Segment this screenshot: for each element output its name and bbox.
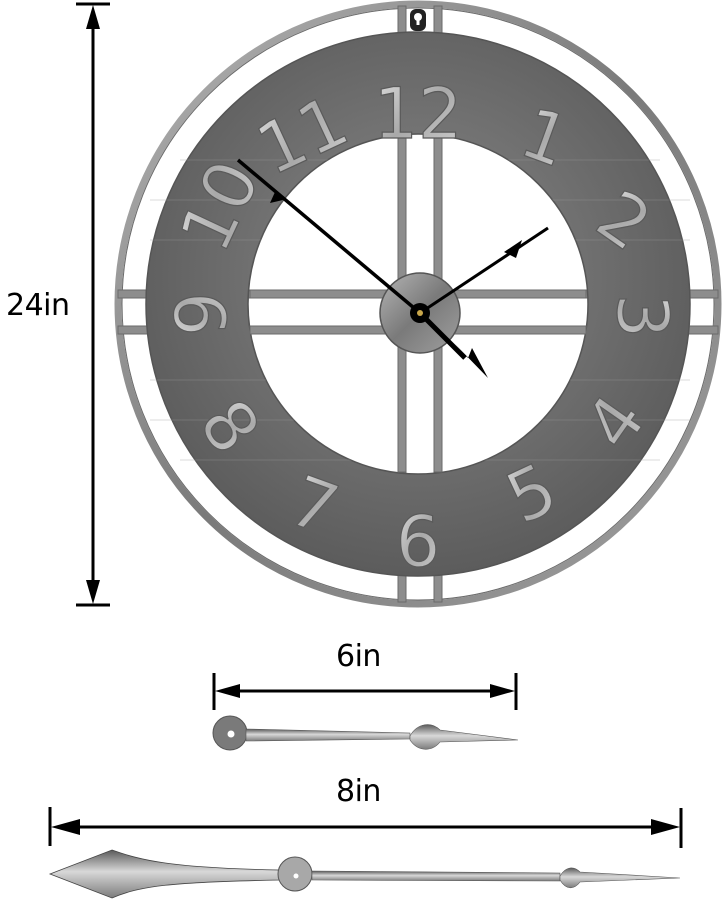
minute-hand-length-label: 6in: [336, 639, 381, 674]
numeral-9: 9: [161, 292, 243, 337]
hour-hand-dimension-line: [48, 807, 683, 848]
numeral-12: 12: [373, 73, 462, 155]
center-pin: [417, 310, 423, 316]
keyhole-hanger-icon: [410, 9, 426, 31]
minute-hand: [236, 158, 422, 315]
height-dimension-line: [76, 2, 110, 607]
numeral-6: 6: [396, 501, 441, 583]
numeral-3: 3: [601, 294, 683, 339]
minute-hand-illustration: [212, 715, 519, 751]
minute-hand-dimension-line: [212, 673, 518, 710]
second-hand: [419, 226, 549, 315]
outer-frame-ring: [114, 0, 722, 608]
hour-hand-illustration: [48, 849, 681, 899]
hour-hand: [418, 311, 467, 360]
height-label: 24in: [6, 288, 70, 323]
clock-hands: [236, 158, 549, 378]
hour-hand-length-label: 8in: [336, 774, 381, 809]
